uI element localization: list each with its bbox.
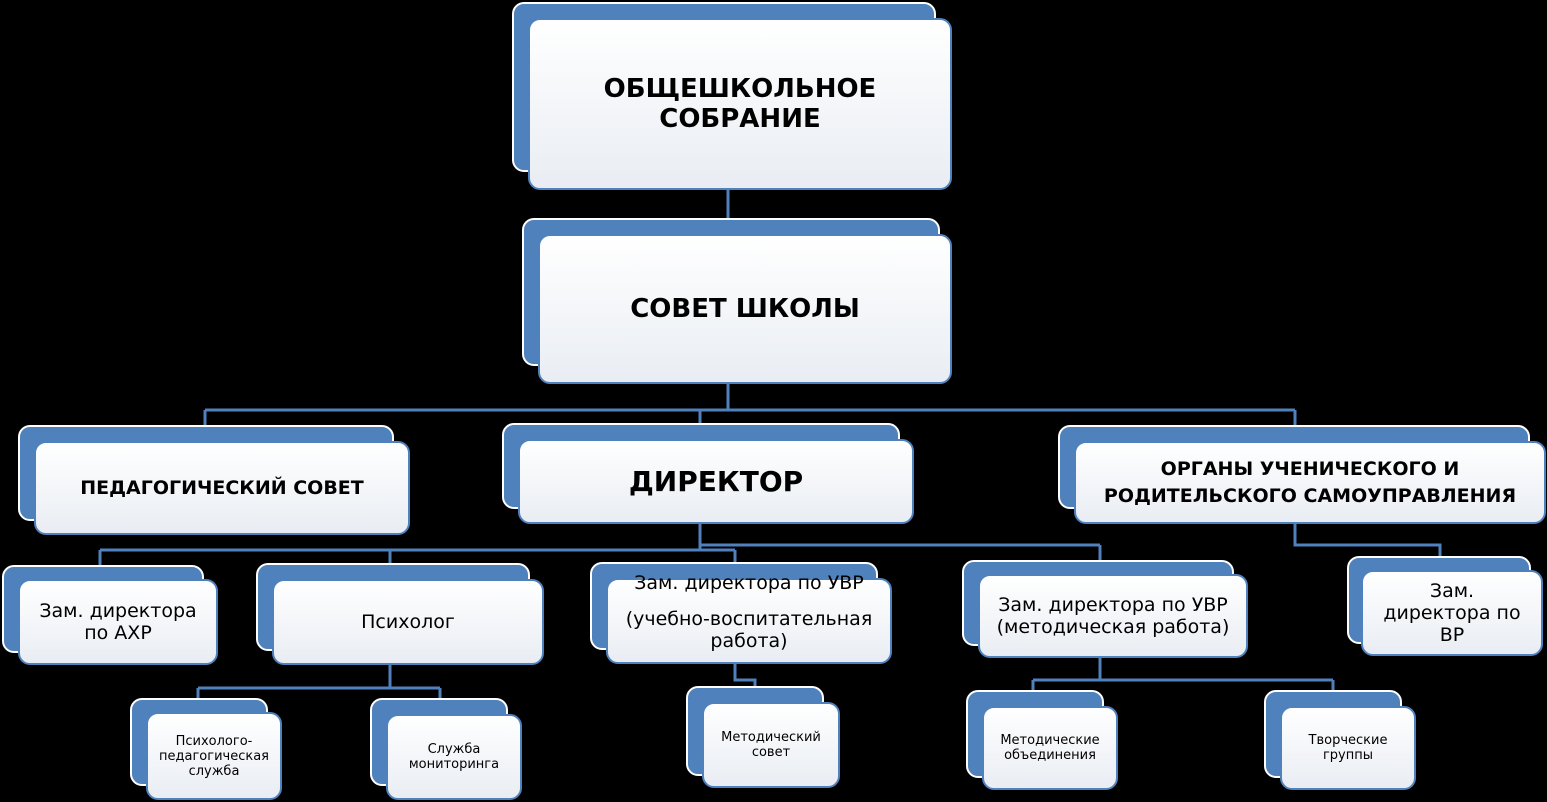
node-method-council: Методический совет bbox=[686, 686, 842, 790]
node-general-meeting: ОБЩЕШКОЛЬНОЕ СОБРАНИЕ bbox=[512, 2, 956, 192]
node-director: ДИРЕКТОР bbox=[502, 423, 916, 524]
connector-psych-services bbox=[196, 665, 442, 700]
connector-selfgov-vr bbox=[1293, 522, 1442, 558]
connector-uvr-methodcouncil bbox=[733, 664, 757, 688]
node-deputy-ahr: Зам. директора по АХР bbox=[2, 565, 220, 667]
connector-method-groups bbox=[1031, 658, 1335, 692]
node-deputy-uvr-edu: Зам. директора по УВР (учебно-воспитател… bbox=[590, 562, 894, 666]
node-method-associations: Методические объединения bbox=[966, 690, 1120, 792]
connector-director-level3 bbox=[98, 522, 1102, 568]
node-deputy-vr: Зам. директора по ВР bbox=[1347, 556, 1545, 658]
connector-council-level2 bbox=[203, 382, 1297, 428]
node-self-government: ОРГАНЫ УЧЕНИЧЕСКОГО И РОДИТЕЛЬСКОГО САМО… bbox=[1058, 425, 1547, 525]
node-school-council: СОВЕТ ШКОЛЫ bbox=[522, 218, 956, 384]
uvr-edu-title: Зам. директора по УВР bbox=[634, 572, 864, 594]
node-deputy-uvr-method: Зам. директора по УВР (методическая рабо… bbox=[962, 560, 1250, 660]
node-psychologist: Психолог bbox=[256, 563, 546, 667]
node-pedagogical-council: ПЕДАГОГИЧЕСКИЙ СОВЕТ bbox=[18, 425, 412, 535]
uvr-edu-subtitle: (учебно-воспитательная работа) bbox=[625, 608, 873, 652]
node-creative-groups: Творческие группы bbox=[1264, 690, 1418, 792]
node-monitoring-service: Служба мониторинга bbox=[370, 698, 525, 802]
node-psych-ped-service: Психолого- педагогическая служба bbox=[130, 698, 284, 802]
